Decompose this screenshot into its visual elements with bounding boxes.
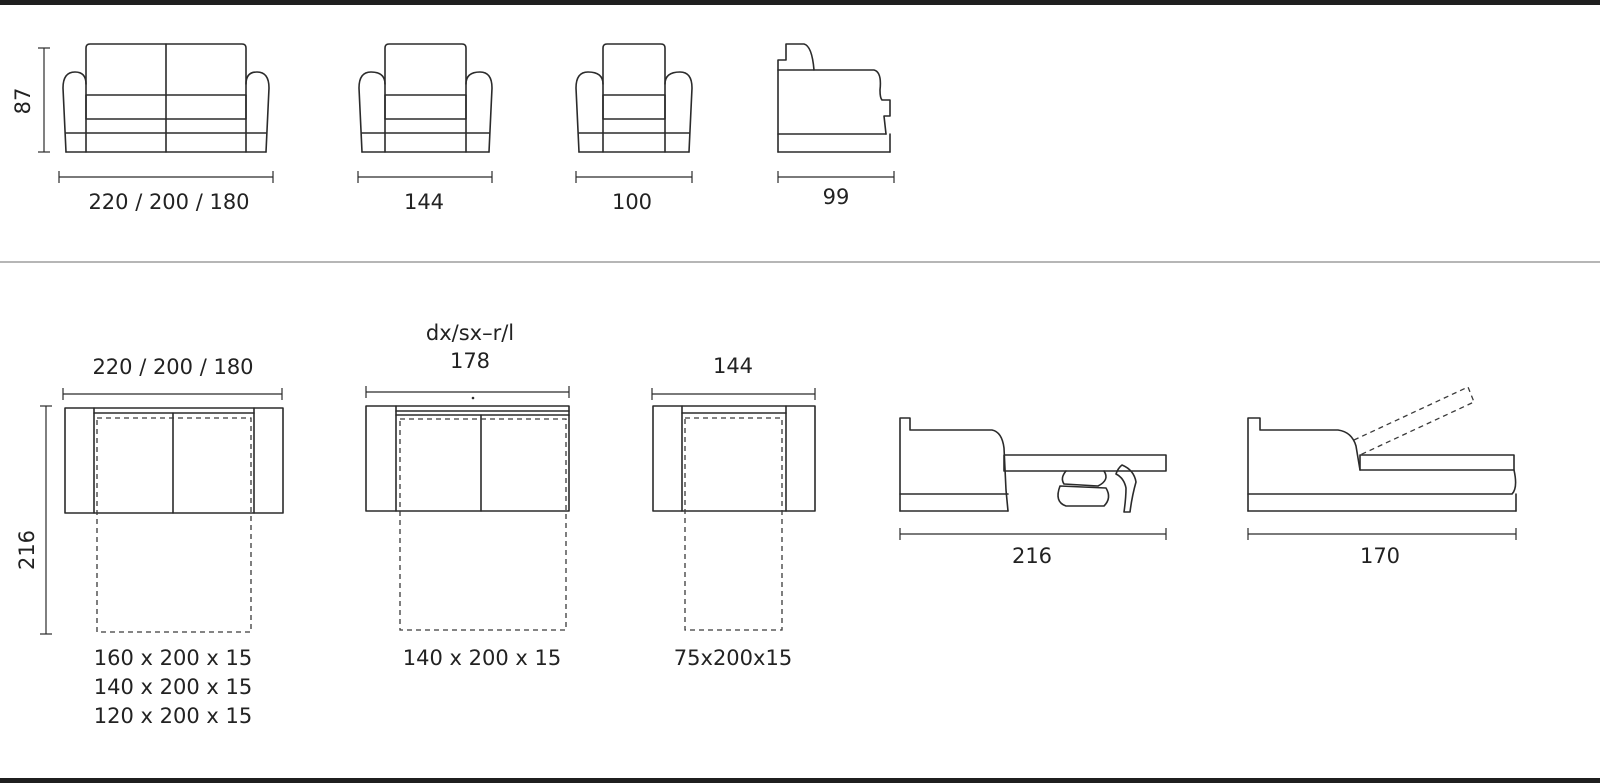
sofa-bed-mattress-160: 160 x 200 x 15 bbox=[94, 646, 252, 670]
loveseat-width-label: 144 bbox=[404, 190, 444, 214]
height-dimension-bottom: 216 bbox=[15, 405, 52, 635]
top-band bbox=[0, 0, 1600, 5]
sofa-bed-top-view: 220 / 200 / 180 160 x 200 x 15 140 x 200… bbox=[62, 355, 284, 728]
corner-bed-width-label: 178 bbox=[450, 349, 490, 373]
center-mark bbox=[471, 396, 475, 400]
corner-bed-mattress-label: 140 x 200 x 15 bbox=[403, 646, 561, 670]
height-label-216: 216 bbox=[15, 530, 39, 570]
loveseat-width-dimension: 144 bbox=[357, 171, 493, 214]
side-depth-dimension: 99 bbox=[777, 171, 895, 209]
corner-bed-variant-label: dx/sx–r/l bbox=[426, 321, 514, 345]
sofa-width-label: 220 / 200 / 180 bbox=[88, 190, 249, 214]
side-view bbox=[777, 43, 891, 153]
sofa-bed-mattress-120: 120 x 200 x 15 bbox=[94, 704, 252, 728]
loveseat-front-view bbox=[358, 43, 493, 153]
sofa-bed-width-label: 220 / 200 / 180 bbox=[92, 355, 253, 379]
single-bed-top-view: 144 75x200x15 bbox=[651, 354, 816, 670]
single-bed-width-label: 144 bbox=[713, 354, 753, 378]
side-view-open: 216 bbox=[899, 417, 1167, 568]
side-depth-label: 99 bbox=[823, 185, 850, 209]
corner-bed-top-view: dx/sx–r/l 178 140 x 200 x 15 bbox=[365, 321, 570, 670]
side-lift-length-label: 170 bbox=[1360, 544, 1400, 568]
sofa-front-view bbox=[62, 43, 270, 153]
sofa-width-dimension: 220 / 200 / 180 bbox=[58, 171, 274, 214]
side-open-length-label: 216 bbox=[1012, 544, 1052, 568]
height-label-87: 87 bbox=[11, 88, 35, 115]
single-bed-mattress-label: 75x200x15 bbox=[674, 646, 792, 670]
armchair-width-label: 100 bbox=[612, 190, 652, 214]
height-dimension-top: 87 bbox=[11, 47, 50, 153]
armchair-front-view bbox=[575, 43, 693, 153]
side-view-lift: 170 bbox=[1247, 386, 1517, 568]
armchair-width-dimension: 100 bbox=[575, 171, 693, 214]
sofa-bed-mattress-140: 140 x 200 x 15 bbox=[94, 675, 252, 699]
bottom-band bbox=[0, 778, 1600, 783]
